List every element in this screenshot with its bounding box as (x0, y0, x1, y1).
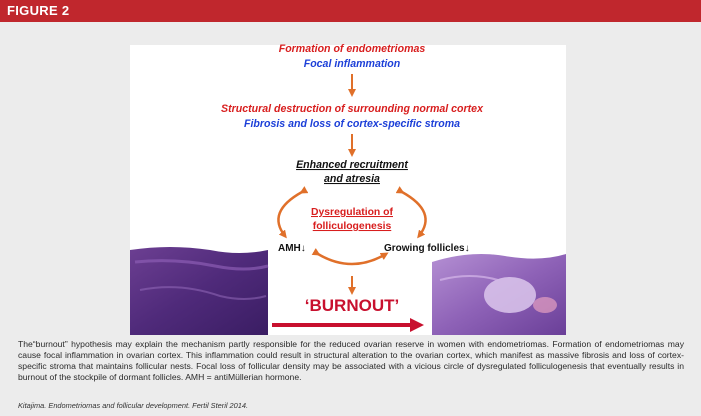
cycle-arrow-bottom (311, 248, 389, 266)
amh-label: AMH↓ (278, 243, 306, 254)
figure-caption: The“burnout” hypothesis may explain the … (18, 339, 684, 382)
center-line2: folliculogenesis (313, 221, 392, 232)
histology-right-image (432, 254, 566, 335)
cycle-arrow-left (277, 186, 309, 239)
cycle-arrow-right (395, 186, 427, 239)
growing-follicles-label: Growing follicles↓ (384, 243, 470, 254)
step2-line1: Structural destruction of surrounding no… (221, 103, 484, 115)
figure-header: FIGURE 2 (0, 0, 701, 22)
figure-source: Kitajima. Endometriomas and follicular d… (18, 401, 249, 410)
step1-line1: Formation of endometriomas (279, 43, 426, 55)
step3-line1: Enhanced recruitment (296, 159, 408, 171)
figure-label: FIGURE 2 (7, 3, 70, 18)
step2-line2: Fibrosis and loss of cortex-specific str… (244, 118, 460, 130)
step3-line2: and atresia (324, 173, 380, 185)
histology-left-image (130, 247, 269, 335)
burnout-label: ‘BURNOUT’ (305, 296, 399, 315)
center-line1: Dysregulation of (311, 207, 394, 218)
step1-line2: Focal inflammation (304, 58, 401, 70)
